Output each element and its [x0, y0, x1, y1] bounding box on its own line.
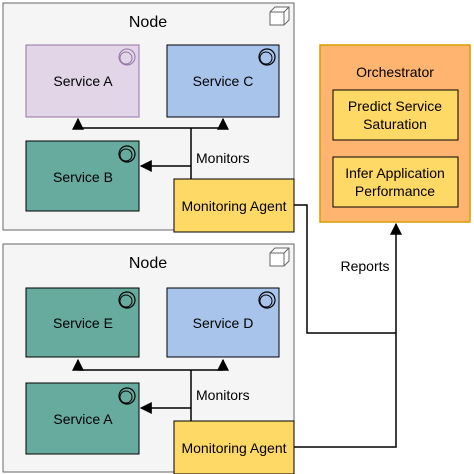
service-label: Service E: [53, 315, 113, 331]
service-label: Service C: [193, 73, 254, 89]
service-box-service-e[interactable]: Service E: [25, 287, 140, 358]
monitoring-agent-box[interactable]: Monitoring Agent: [173, 178, 295, 233]
service-label: Service B: [53, 169, 113, 185]
box-line: Performance: [355, 183, 435, 199]
report-connectors: [294, 204, 402, 448]
monitor-arrows: [72, 358, 229, 421]
service-box-service-d[interactable]: Service D: [166, 287, 280, 358]
circle-icon: [118, 291, 136, 309]
orchestrator-title: Orchestrator: [356, 64, 434, 80]
node-top: Node Service A Service C Service B: [2, 2, 295, 233]
monitoring-agent-box[interactable]: Monitoring Agent: [173, 420, 295, 474]
service-box-service-c[interactable]: Service C: [166, 44, 280, 118]
monitors-label: Monitors: [196, 387, 250, 403]
agent-label: Monitoring Agent: [181, 440, 286, 456]
circle-icon: [258, 291, 276, 309]
service-box-service-a[interactable]: Service A: [25, 44, 140, 118]
node-title: Node: [129, 255, 167, 272]
circle-icon: [118, 48, 136, 66]
circle-icon: [118, 145, 136, 163]
service-box-service-a-2[interactable]: Service A: [25, 382, 140, 455]
node-title: Node: [129, 14, 167, 31]
reports-label: Reports: [340, 258, 389, 274]
service-label: Service A: [53, 73, 113, 89]
monitors-label: Monitors: [196, 150, 250, 166]
box-line: Saturation: [363, 116, 427, 132]
box-line: Infer Application: [345, 165, 445, 181]
service-label: Service D: [193, 315, 254, 331]
cube-icon: [269, 247, 290, 267]
infer-application-performance-box[interactable]: Infer Application Performance: [332, 156, 459, 208]
circle-icon: [258, 48, 276, 66]
service-box-service-b[interactable]: Service B: [25, 140, 140, 212]
cube-icon: [269, 6, 290, 26]
predict-service-saturation-box[interactable]: Predict Service Saturation: [332, 89, 459, 141]
agent-label: Monitoring Agent: [181, 198, 286, 214]
monitor-arrows: [72, 117, 229, 179]
box-line: Predict Service: [348, 98, 442, 114]
reports-label-bg: [335, 256, 393, 276]
orchestrator[interactable]: Orchestrator Predict Service Saturation …: [319, 44, 471, 223]
service-label: Service A: [53, 411, 113, 427]
node-bottom: Node Service E Service D Service A: [2, 243, 295, 474]
circle-icon: [118, 387, 136, 405]
